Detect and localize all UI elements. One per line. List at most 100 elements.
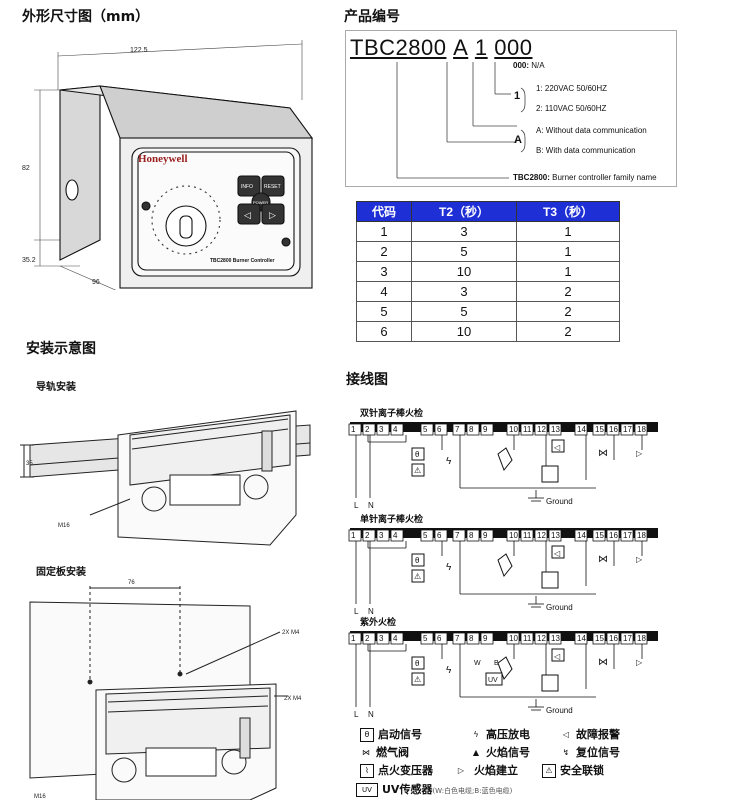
terminal-box bbox=[348, 529, 362, 542]
valve-symbol: ⋈ bbox=[598, 554, 608, 565]
opt-000-key: 000: bbox=[513, 61, 530, 70]
product-code-main: TBC2800 A 1 000 bbox=[350, 35, 532, 61]
dim-base: 35.2 bbox=[22, 257, 36, 264]
code-prefix: TBC2800 bbox=[350, 35, 447, 60]
start-signal-box bbox=[411, 656, 425, 670]
terminal-box bbox=[452, 423, 466, 436]
ground-label: Ground bbox=[546, 497, 573, 506]
product-code-box bbox=[345, 30, 677, 187]
flame-established-symbol: ▷ bbox=[636, 555, 643, 564]
terminal-box bbox=[574, 423, 588, 436]
opt-a-a: A: Without data communication bbox=[536, 126, 647, 135]
legend-ignition-transformer: 点火变压器 bbox=[378, 764, 433, 777]
legend-reset-signal: 复位信号 bbox=[576, 746, 620, 759]
ignition-transformer-icon: ⌇ bbox=[360, 764, 374, 778]
terminal-label: 7 bbox=[455, 634, 460, 643]
terminal-box bbox=[534, 632, 548, 645]
plate-76-label: 76 bbox=[128, 580, 135, 586]
table-cell: 1 bbox=[516, 261, 620, 282]
line-label: L bbox=[354, 607, 359, 616]
terminal-label: 8 bbox=[469, 425, 474, 434]
legend-uv-note: (W:白色电缆;B:蓝色电缆) bbox=[432, 787, 513, 795]
uv-sensor-box bbox=[485, 672, 503, 686]
terminal-box bbox=[574, 529, 588, 542]
table-cell: 5 bbox=[411, 241, 517, 262]
terminal-label: 8 bbox=[469, 531, 474, 540]
terminal-box bbox=[620, 529, 634, 542]
terminal-label: 5 bbox=[423, 531, 428, 540]
terminal-label: 17 bbox=[623, 634, 632, 643]
code-zeros: 000 bbox=[494, 35, 533, 60]
terminal-strip bbox=[350, 631, 658, 641]
terminal-label: 7 bbox=[455, 425, 460, 434]
safety-interlock-icon: ⚠ bbox=[542, 764, 556, 778]
wiring-diagram-3-title: 紫外火检 bbox=[360, 618, 397, 628]
terminal-label: 2 bbox=[365, 634, 370, 643]
svg-text:◁: ◁ bbox=[244, 210, 251, 220]
dimension-drawing: INFO RESET POWER ◁ ▷ Honeywell TBC2800 B… bbox=[22, 40, 314, 290]
terminal-strip bbox=[350, 528, 658, 538]
terminal-label: 18 bbox=[637, 634, 646, 643]
terminal-label: 14 bbox=[577, 634, 586, 643]
terminal-label: 9 bbox=[483, 531, 488, 540]
opt-1-key: 1 bbox=[514, 90, 521, 102]
legend-uv-sensor: UV传感器 bbox=[382, 783, 433, 796]
terminal-label: 6 bbox=[437, 634, 442, 643]
terminal-label: 7 bbox=[455, 531, 460, 540]
uv-wire-b-label: B bbox=[494, 660, 499, 667]
terminal-box bbox=[480, 632, 494, 645]
table-cell: 5 bbox=[411, 301, 517, 322]
terminal-label: 12 bbox=[537, 634, 546, 643]
terminal-label: 16 bbox=[609, 425, 618, 434]
terminal-label: 11 bbox=[523, 425, 532, 434]
terminal-box bbox=[466, 632, 480, 645]
terminal-box bbox=[390, 423, 404, 436]
reset-button-label: RESET bbox=[264, 184, 281, 190]
terminal-label: 13 bbox=[551, 634, 560, 643]
terminal-label: 15 bbox=[595, 634, 604, 643]
plate-m4-label-a: 2X M4 bbox=[282, 630, 300, 636]
flame-signal-icon: ▲ bbox=[472, 748, 480, 757]
terminal-box bbox=[606, 423, 620, 436]
neutral-label: N bbox=[368, 501, 374, 510]
flame-established-icon: ▷ bbox=[457, 766, 465, 775]
alarm-box bbox=[551, 439, 565, 453]
terminal-box bbox=[548, 423, 562, 436]
dim-height: 82 bbox=[22, 165, 30, 172]
neutral-label: N bbox=[368, 607, 374, 616]
terminal-box bbox=[466, 529, 480, 542]
terminal-box bbox=[606, 529, 620, 542]
terminal-box bbox=[592, 423, 606, 436]
legend-high-voltage: 高压放电 bbox=[486, 728, 530, 741]
terminal-label: 4 bbox=[393, 634, 398, 643]
terminal-box bbox=[534, 423, 548, 436]
model-label: TBC2800 Burner Controller bbox=[210, 258, 275, 264]
terminal-label: 15 bbox=[595, 425, 604, 434]
opt-000-val: N/A bbox=[531, 61, 545, 70]
terminal-strip bbox=[350, 422, 658, 432]
code-a: A bbox=[453, 35, 469, 60]
fault-alarm-icon: ◁ bbox=[562, 730, 570, 739]
terminal-label: 10 bbox=[509, 634, 518, 643]
product-code-title: 产品编号 bbox=[344, 9, 400, 25]
dim-width: 122.5 bbox=[130, 47, 148, 54]
terminal-box bbox=[376, 423, 390, 436]
terminal-box bbox=[606, 632, 620, 645]
terminal-label: 3 bbox=[379, 531, 384, 540]
table-cell: 10 bbox=[411, 321, 517, 342]
terminal-label: 5 bbox=[423, 425, 428, 434]
table-cell: 2 bbox=[516, 301, 620, 322]
terminal-label: 17 bbox=[623, 531, 632, 540]
terminal-box bbox=[548, 529, 562, 542]
ground-label: Ground bbox=[546, 706, 573, 715]
high-voltage-symbol: ϟ bbox=[446, 456, 452, 467]
flame-established-symbol: ▷ bbox=[636, 658, 643, 667]
table-cell: 5 bbox=[356, 301, 412, 322]
terminal-label: 11 bbox=[523, 634, 532, 643]
terminal-label: 18 bbox=[637, 531, 646, 540]
